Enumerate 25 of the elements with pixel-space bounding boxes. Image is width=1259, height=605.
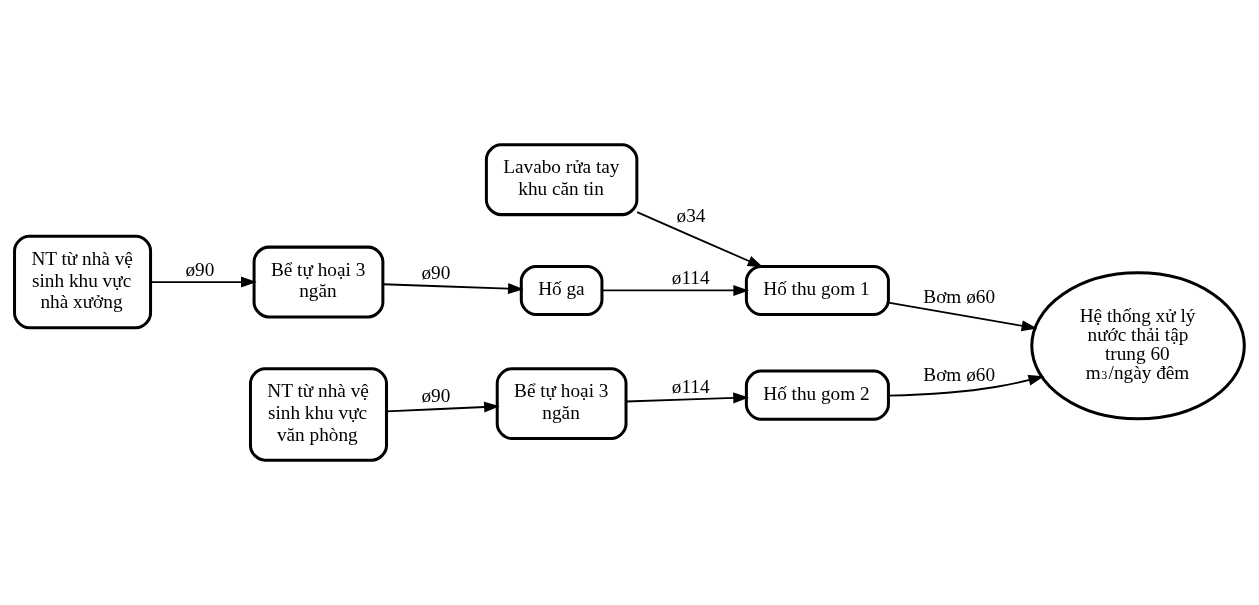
arrow [636,211,764,268]
edge-label: ø90 [421,262,451,284]
edge-label: ø114 [671,375,710,397]
edge-label: ø90 [185,258,215,280]
node-box: Hố ga [519,264,604,317]
node-box: Lavabo rửa tay khu căn tin [484,143,639,217]
edge-label: Bơm ø60 [923,363,996,385]
node-box: NT từ nhà vệ sinh khu vực nhà xưởng [13,234,153,330]
arrow [149,276,257,288]
node-box: Bể tự hoại 3 ngăn [495,367,628,441]
edge-label: ø90 [421,385,451,407]
arrow [601,284,750,296]
edge-label: Bơm ø60 [923,286,996,308]
edge-label: ø34 [676,204,706,226]
arrow [382,283,524,295]
node-ellipse: Hệ thống xử lý nước thải tập trung 60 m3/ngày đêm [1030,271,1246,421]
edge-label: ø114 [671,267,710,289]
node-box: Hố thu gom 1 [744,264,890,317]
arrow [887,374,1045,397]
node-box: Bể tự hoại 3 ngăn [252,245,385,319]
node-box: Hố thu gom 2 [744,369,890,421]
arrow [625,392,749,404]
arrow [887,301,1038,332]
node-box: NT từ nhà vệ sinh khu vực văn phòng [248,367,388,462]
arrow [385,401,500,413]
